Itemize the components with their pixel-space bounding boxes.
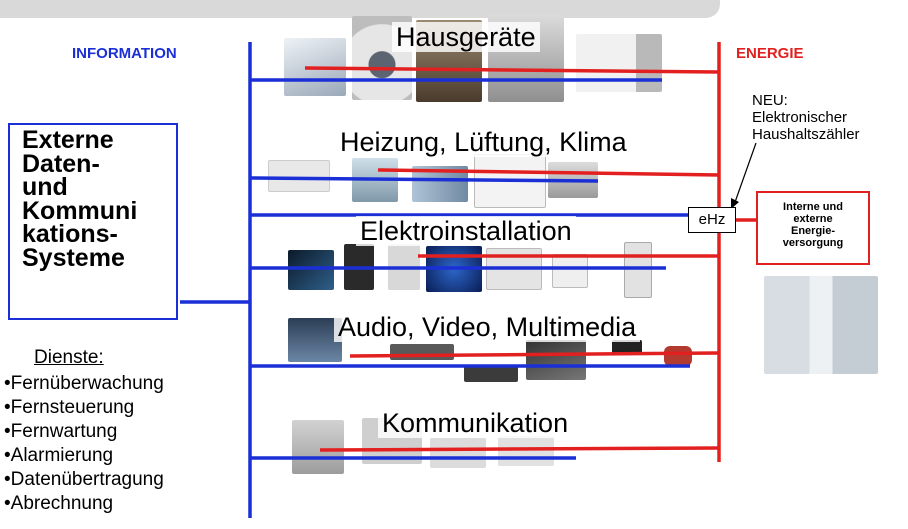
dienst-item: •Alarmierung [4, 445, 114, 466]
communication-photo [498, 436, 554, 466]
multimedia-photo [664, 346, 692, 366]
category-hausgeraete: Hausgeräte [392, 22, 540, 52]
dienste-title: Dienste: [34, 347, 104, 368]
energie-label: ENERGIE [736, 45, 804, 62]
information-branch-hlk [249, 176, 599, 183]
dienst-item: •Fernüberwachung [4, 373, 164, 394]
meter-cabinet-photo [764, 276, 878, 374]
multimedia-photo [464, 366, 518, 382]
energie-branch-hlk [377, 168, 720, 177]
energie-branch-kommunikation [319, 446, 720, 452]
energy-supply-box: Interne und externe Energie- versorgung [756, 191, 870, 265]
dienst-item: •Fernsteuerung [4, 397, 135, 418]
multimedia-photo [612, 340, 642, 354]
communication-photo [292, 420, 344, 474]
electrical-photo [288, 250, 334, 290]
multimedia-photo [288, 318, 342, 362]
dienst-item: •Datenübertragung [4, 469, 164, 490]
meter-pointer-arrowhead [731, 198, 739, 209]
category-hlk: Heizung, Lüftung, Klima [336, 127, 631, 157]
communication-photo [430, 438, 486, 468]
category-multimedia: Audio, Video, Multimedia [334, 312, 641, 342]
category-elektroinstallation: Elektroinstallation [356, 216, 576, 246]
hvac-photo [268, 160, 330, 192]
energie-bus [304, 42, 756, 462]
energie-branch-multimedia [349, 351, 720, 358]
energy-supply-text: Interne und externe Energie- versorgung [782, 201, 844, 249]
energie-branch-hausgeraete [304, 66, 720, 74]
dienst-item: •Fernwartung [4, 421, 118, 442]
information-label: INFORMATION [72, 45, 177, 62]
dienst-item: •Abrechnung [4, 493, 114, 514]
appliance-photo [576, 34, 662, 92]
meter-pointer-line [733, 142, 757, 206]
electrical-photo [624, 242, 652, 298]
external-systems-text: Externe Daten- und Kommuni kations- Syst… [22, 126, 138, 272]
ehz-meter-box: eHz [688, 207, 736, 233]
header-bar [0, 0, 720, 18]
category-kommunikation: Kommunikation [378, 408, 573, 438]
external-systems-box: Externe Daten- und Kommuni kations- Syst… [8, 123, 178, 320]
multimedia-photo [526, 340, 586, 380]
meter-note: NEU: Elektronischer Haushaltszähler [752, 92, 860, 143]
information-bus [180, 42, 690, 518]
